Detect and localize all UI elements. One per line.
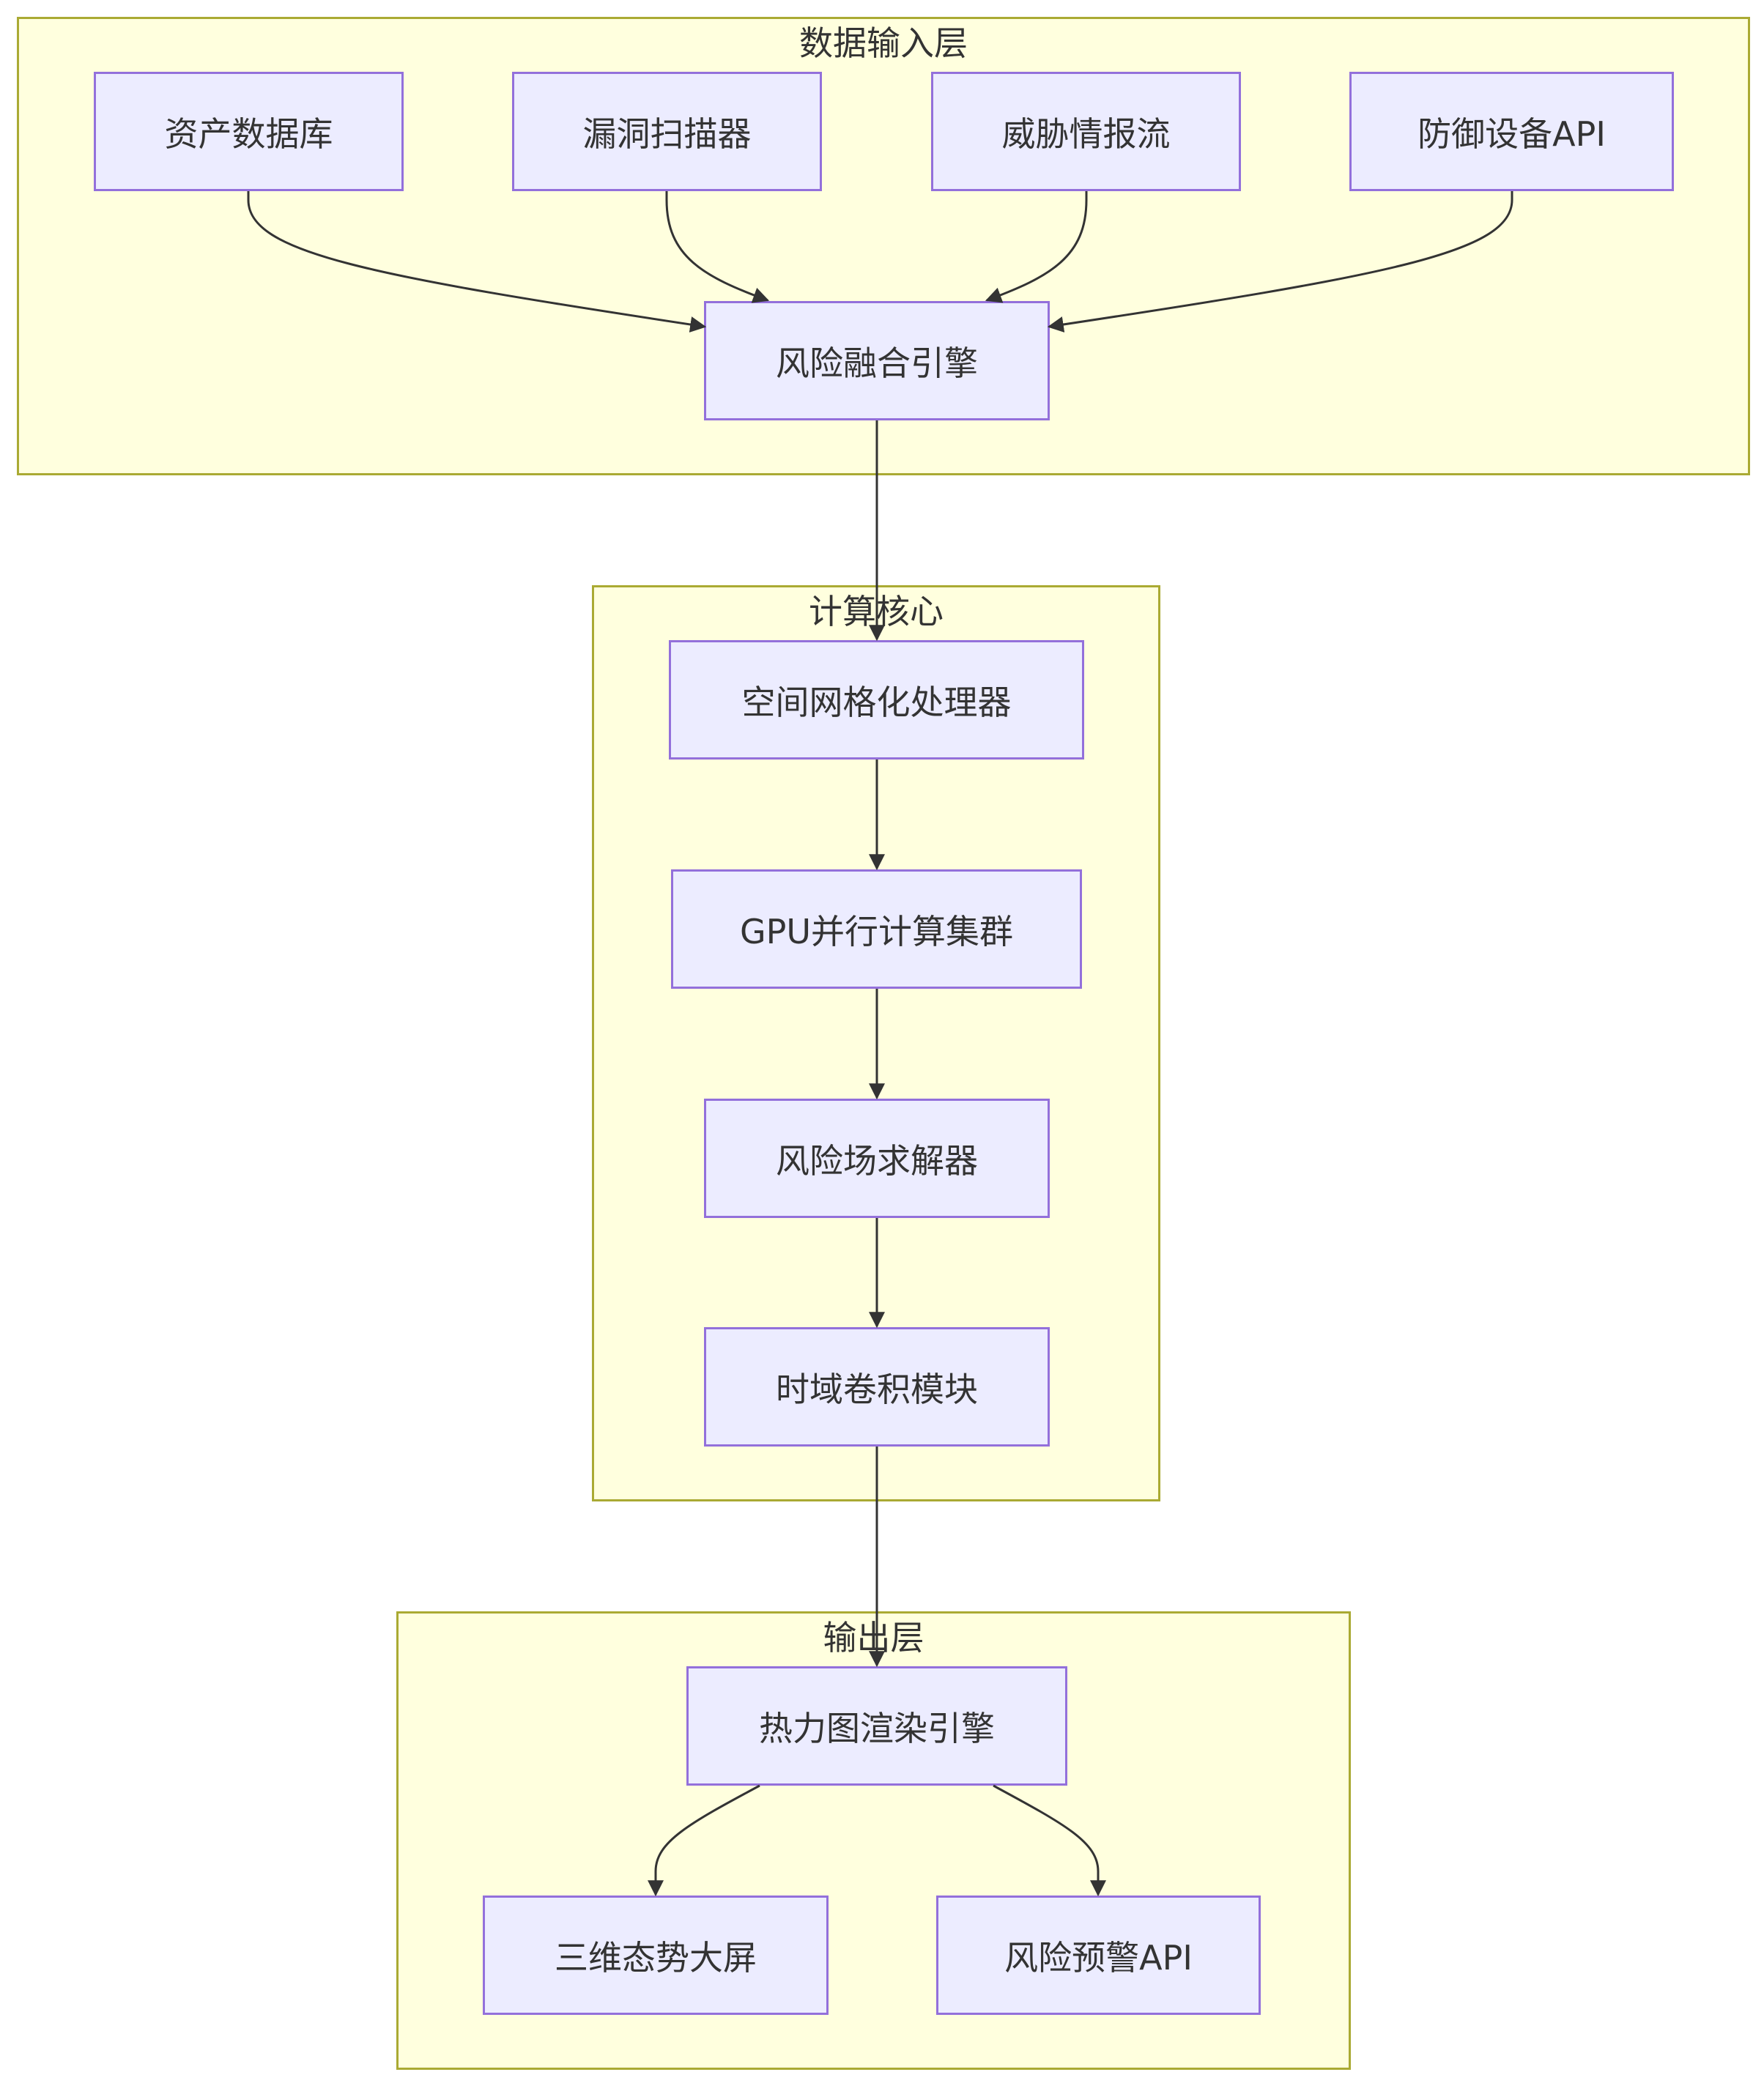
node-3d-situation-screen: 三维态势大屏: [483, 1896, 829, 2015]
node-threat-intel-feed: 威胁情报流: [931, 72, 1241, 191]
group-title-output: 输出层: [823, 1618, 924, 1657]
node-gpu-parallel-cluster: GPU并行计算集群: [671, 869, 1082, 989]
node-vulnerability-scanner: 漏洞扫描器: [512, 72, 822, 191]
node-risk-alert-api: 风险预警API: [936, 1896, 1261, 2015]
node-risk-field-solver: 风险场求解器: [704, 1099, 1050, 1218]
node-asset-database: 资产数据库: [94, 72, 404, 191]
group-title-compute-core: 计算核心: [809, 592, 944, 631]
node-spatial-grid-processor: 空间网格化处理器: [669, 640, 1084, 760]
group-title-data-input: 数据输入层: [799, 23, 968, 63]
node-temporal-convolution-module: 时域卷积模块: [704, 1327, 1050, 1447]
node-heatmap-render-engine: 热力图渲染引擎: [686, 1666, 1067, 1786]
node-defense-device-api: 防御设备API: [1349, 72, 1674, 191]
node-risk-fusion-engine: 风险融合引擎: [704, 301, 1050, 420]
